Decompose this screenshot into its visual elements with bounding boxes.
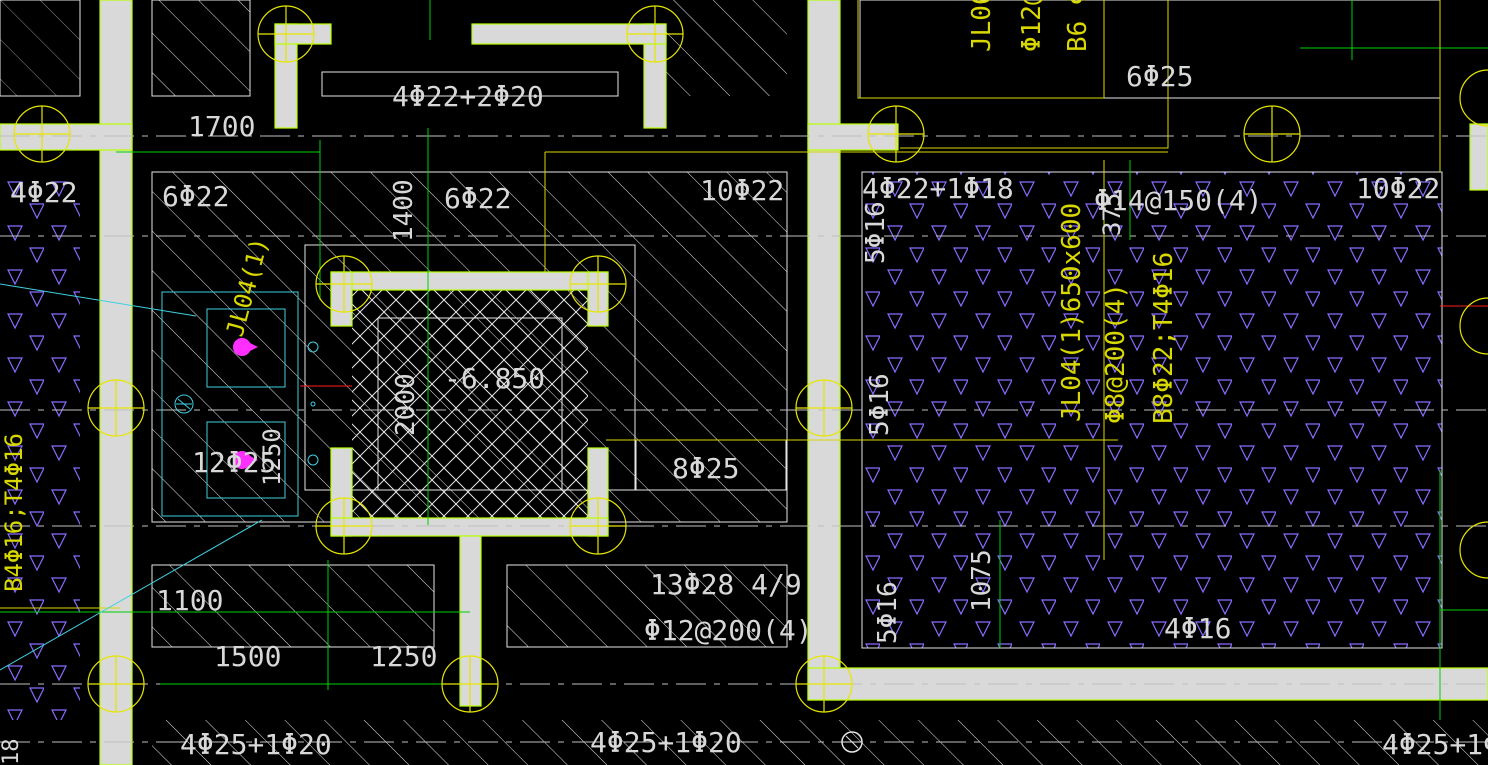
column-circle [795,655,853,713]
label-side-5phi16-c: 5Φ16 [873,581,903,644]
label-bars-8phi25: 8Φ25 [672,452,739,485]
column-circle [257,5,315,63]
column-circle [441,655,499,713]
column-circle [315,497,373,555]
label-dim-1500: 1500 [214,640,281,673]
label-side-5phi16-a: 5Φ16 [861,201,891,264]
label-pit-dim-2000: 2000 [391,373,421,436]
label-mid-6phi22-a: 6Φ22 [162,180,229,213]
column-circle [1459,69,1488,127]
label-dim-375: 375 [1098,193,1126,236]
label-dim-1250-b: 1250 [370,640,437,673]
label-top-beam-phi12: Φ12@ [1017,0,1047,52]
label-dim-1100: 1100 [156,584,223,617]
column-circle [1243,105,1301,163]
label-beam-jl04-bars: B8Φ22;T4Φ16 [1149,252,1179,424]
label-pile-dim-1250: 1250 [258,428,286,486]
label-right-10phi22: 10Φ22 [1356,172,1440,205]
label-side-5phi16-b: 5Φ16 [865,373,895,436]
label-top-beam-jl06: JL06 [967,0,997,52]
label-dim-1400: 1400 [389,179,419,242]
label-mid-6phi22-b: 6Φ22 [444,182,511,215]
label-stirrup-phi12: Φ12@200(4) [644,614,813,647]
column-circle [569,497,627,555]
column-circle [13,105,71,163]
pile-cap [0,283,319,671]
label-top-beam-b6: B6 Φ [1063,0,1093,52]
label-stirrup-phi14: Φ14@150(4) [1094,184,1263,217]
column-circle [315,255,373,313]
label-beam-jl04-stirrup: Φ8@200(4) [1101,283,1131,424]
column-circle [569,255,627,313]
label-bars-13phi28: 13Φ28 4/9 [650,568,802,601]
column-circle [626,5,684,63]
label-mid-10phi22: 10Φ22 [700,174,784,207]
column-circle [87,655,145,713]
label-beam-6phi25: 6Φ25 [1126,60,1193,93]
label-right-4phi22-1phi18: 4Φ22+1Φ18 [862,172,1014,205]
label-pit-top-bars: 4Φ22+2Φ20 [392,80,544,113]
dimension-lines [0,0,1488,720]
drain-circle [841,731,863,753]
label-left-vertical-bars: B4Φ16;T4Φ16 [0,433,28,592]
label-pit-elevation: -6.850 [444,362,545,395]
pit-area [352,290,588,518]
column-circle [1459,297,1488,355]
label-left-edge-18: 18 [0,739,24,765]
label-bottom-4phi25-a: 4Φ25+1Φ20 [180,728,332,761]
label-dim-1700: 1700 [188,110,255,143]
label-left-4phi22: 4Φ22 [10,176,77,209]
label-bottom-4phi25-b: 4Φ25+1Φ20 [590,726,742,759]
leader-lines [0,0,1441,609]
column-circle [1459,521,1488,579]
column-markers [13,5,1488,713]
column-circle [867,105,925,163]
column-circle [795,379,853,437]
label-pile-12phi25: 12Φ25 [192,446,276,479]
label-dim-1075: 1075 [967,549,997,612]
label-beam-jl04: JL04(1)650x600 [1057,203,1087,422]
label-bottom-4phi25-c: 4Φ25+1Φ [1382,728,1488,761]
pile-markers [233,338,258,469]
column-circle [87,379,145,437]
label-bars-4phi16: 4Φ16 [1164,612,1231,645]
